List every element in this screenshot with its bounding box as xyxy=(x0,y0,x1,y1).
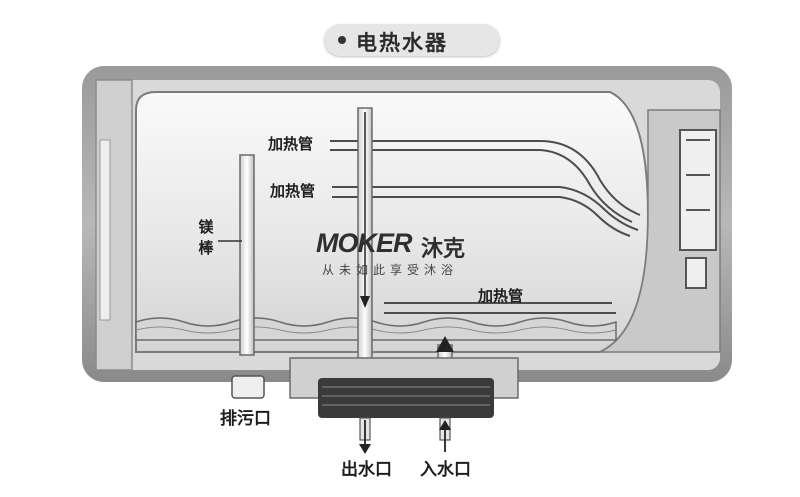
drain-plug xyxy=(231,375,265,399)
label-water-outlet: 出水口 xyxy=(341,460,392,480)
label-drain-outlet: 排污口 xyxy=(220,409,271,429)
left-end-cap xyxy=(95,79,133,371)
watermark-brand: MOKER xyxy=(316,228,412,258)
watermark-slogan: 从未如此享受沐浴 xyxy=(322,263,459,277)
label-magnesium-rod: 镁棒 xyxy=(198,218,214,257)
water-surface xyxy=(135,317,617,341)
bottom-flange-unit xyxy=(289,357,519,418)
title-bullet xyxy=(338,36,346,44)
inlet-arrow xyxy=(439,417,451,452)
right-end-section xyxy=(599,109,721,353)
magnesium-rod xyxy=(218,154,255,356)
outlet-pipe xyxy=(357,107,373,361)
label-heating-tube-2: 加热管 xyxy=(270,182,316,200)
watermark-brand-cn: 沐克 xyxy=(421,237,466,262)
heating-tube-upper xyxy=(330,140,641,223)
heating-tube-middle xyxy=(332,186,639,237)
heating-tube-lower xyxy=(384,302,616,314)
outlet-arrow xyxy=(359,417,371,454)
title-pill xyxy=(324,24,500,56)
label-heating-tube-1: 加热管 xyxy=(268,135,314,153)
diagram-title: 电热水器 xyxy=(356,31,448,55)
label-water-inlet: 入水口 xyxy=(420,460,471,480)
label-heating-tube-3: 加热管 xyxy=(478,287,524,305)
